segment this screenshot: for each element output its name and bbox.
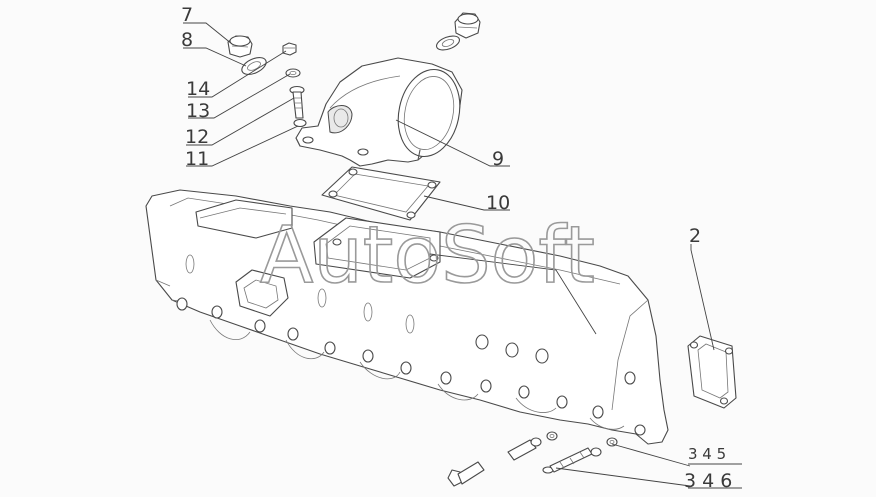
callout-11: 11 <box>185 148 209 170</box>
callout-2: 2 <box>689 225 701 247</box>
leader-lines <box>183 22 742 489</box>
plug-part-7 <box>227 35 253 58</box>
callout-7: 7 <box>181 4 193 26</box>
callout-12: 12 <box>185 126 209 148</box>
callout-3-4-6: 3 4 6 <box>684 470 732 492</box>
fastener-set <box>447 431 618 487</box>
gasket-part-10 <box>321 166 441 221</box>
washer-part-13 <box>285 68 301 78</box>
watermark-text: AutoSoft <box>260 211 595 301</box>
callout-14: 14 <box>186 78 210 100</box>
callout-13: 13 <box>186 100 210 122</box>
callout-3-4-5: 3 4 5 <box>688 445 726 463</box>
callout-9: 9 <box>492 148 504 170</box>
elbow-pipe-part-9 <box>295 57 463 167</box>
washer-part-8 <box>241 57 267 75</box>
callout-10: 10 <box>486 192 510 214</box>
nut-part-14 <box>282 42 297 56</box>
exhaust-manifold <box>145 189 669 445</box>
stud-part-12 <box>289 85 307 128</box>
callout-8: 8 <box>181 29 193 51</box>
washer-upper-right <box>435 35 461 51</box>
plug-part-upper-right <box>454 12 481 39</box>
gasket-part-2 <box>687 335 737 409</box>
